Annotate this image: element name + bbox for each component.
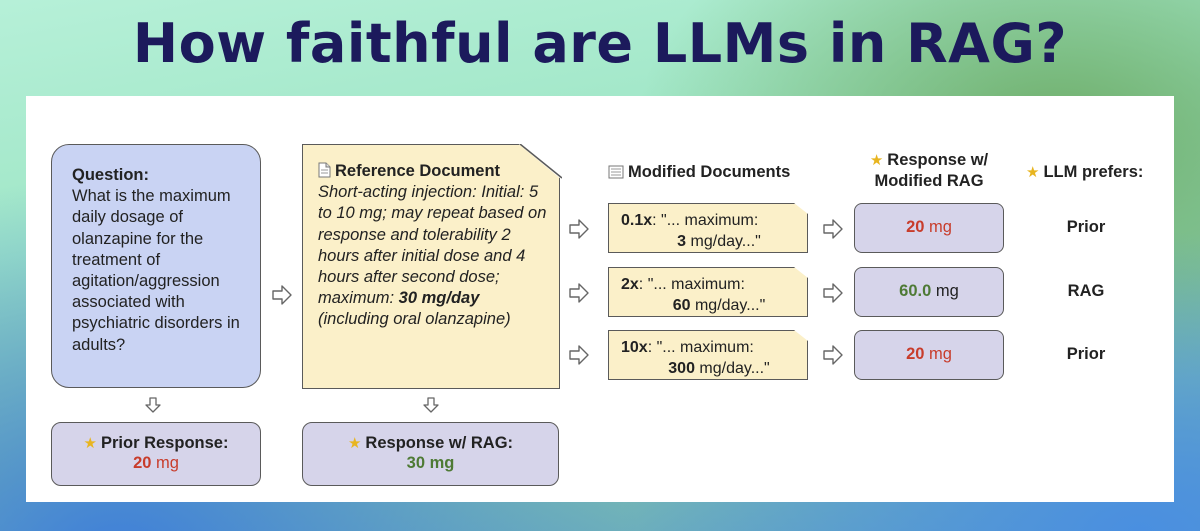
modified-response-unit: mg: [924, 345, 952, 363]
modified-document-row-3: 10x: "... maximum: 300 mg/day...": [608, 330, 808, 380]
star-icon: ★: [1026, 164, 1040, 181]
reference-heading: Reference Document: [318, 161, 549, 182]
llm-prefers-header: ★LLM prefers:: [1026, 162, 1166, 183]
modified-doc-line2: 300 mg/day...": [621, 358, 799, 379]
arrow-right-icon: [569, 219, 589, 239]
rag-response-value: 30 mg: [406, 454, 455, 472]
llm-prefers-row-3: Prior: [1066, 345, 1106, 363]
modified-doc-suffix: mg/day...": [694, 360, 770, 377]
reference-text-tail: (including oral olanzapine): [318, 310, 511, 329]
modified-doc-number: 60: [672, 297, 691, 314]
modified-response-value: 20: [906, 218, 925, 236]
star-icon: ★: [869, 152, 884, 169]
reference-document: Reference Document Short-acting injectio…: [302, 144, 560, 389]
modified-doc-suffix: mg/day...": [686, 233, 761, 250]
modified-doc-prefix: : "... maximum:: [638, 276, 745, 293]
modified-doc-line2: 60 mg/day...": [621, 295, 799, 316]
llm-prefers-header-text: LLM prefers:: [1043, 163, 1144, 181]
question-box: Question: What is the maximum daily dosa…: [51, 144, 261, 388]
prior-response-label: ★Prior Response:: [52, 433, 260, 454]
prior-response-value: 20: [133, 454, 152, 472]
response-modified-header-line1: Response w/: [887, 151, 989, 169]
multiplier-label: 2x: [621, 276, 639, 293]
modified-doc-suffix: mg/day...": [690, 297, 766, 314]
modified-documents-header-text: Modified Documents: [628, 163, 791, 181]
response-modified-header: ★Response w/ Modified RAG: [854, 150, 1004, 191]
prior-response-box: ★Prior Response: 20 mg: [51, 422, 261, 486]
question-heading: Question:: [72, 166, 149, 184]
multiplier-label: 0.1x: [621, 212, 653, 229]
arrow-right-icon: [823, 345, 843, 365]
modified-response-row-1: 20 mg: [854, 203, 1004, 253]
modified-doc-prefix: : "... maximum:: [652, 212, 759, 229]
arrow-right-icon: [823, 219, 843, 239]
question-text: What is the maximum daily dosage of olan…: [72, 187, 240, 354]
reference-max-dose: 30 mg/day: [398, 289, 480, 308]
arrow-right-icon: [569, 283, 589, 303]
arrow-right-icon: [823, 283, 843, 303]
arrow-down-icon: [145, 397, 161, 413]
diagram-panel: Question: What is the maximum daily dosa…: [26, 96, 1174, 502]
llm-prefers-row-2: RAG: [1067, 282, 1105, 300]
rag-response-label-text: Response w/ RAG:: [365, 434, 514, 452]
star-icon: ★: [83, 435, 97, 452]
modified-doc-number: 3: [677, 233, 687, 250]
multiplier-label: 10x: [621, 339, 648, 356]
modified-response-row-3: 20 mg: [854, 330, 1004, 380]
reference-text-main: Short-acting injection: Initial: 5 to 10…: [318, 183, 547, 308]
modified-document-row-2: 2x: "... maximum: 60 mg/day...": [608, 267, 808, 317]
modified-response-value: 20: [906, 345, 925, 363]
arrow-down-icon: [423, 397, 439, 413]
rag-response-label: ★Response w/ RAG:: [303, 433, 558, 454]
star-icon: ★: [347, 435, 362, 452]
modified-document-row-1: 0.1x: "... maximum: 3 mg/day...": [608, 203, 808, 253]
modified-doc-prefix: : "... maximum:: [647, 339, 754, 356]
arrow-right-icon: [569, 345, 589, 365]
modified-response-value: 60.0: [899, 282, 932, 300]
rag-response-box: ★Response w/ RAG: 30 mg: [302, 422, 559, 486]
reference-heading-text: Reference Document: [335, 162, 501, 180]
modified-response-unit: mg: [924, 218, 952, 236]
page-title: How faithful are LLMs in RAG?: [132, 12, 1068, 75]
prior-response-unit: mg: [151, 454, 179, 472]
prior-response-label-text: Prior Response:: [101, 434, 229, 452]
modified-response-unit: mg: [931, 282, 959, 300]
modified-documents-header: Modified Documents: [608, 162, 790, 182]
llm-prefers-row-1: Prior: [1066, 218, 1106, 236]
response-modified-header-line2: Modified RAG: [874, 172, 984, 190]
page-icon: [318, 162, 331, 178]
reference-text: Short-acting injection: Initial: 5 to 10…: [318, 183, 546, 328]
modified-response-row-2: 60.0 mg: [854, 267, 1004, 317]
modified-doc-number: 300: [668, 360, 695, 377]
documents-icon: [608, 165, 624, 179]
arrow-right-icon: [272, 285, 292, 305]
modified-doc-line2: 3 mg/day...": [621, 231, 799, 252]
